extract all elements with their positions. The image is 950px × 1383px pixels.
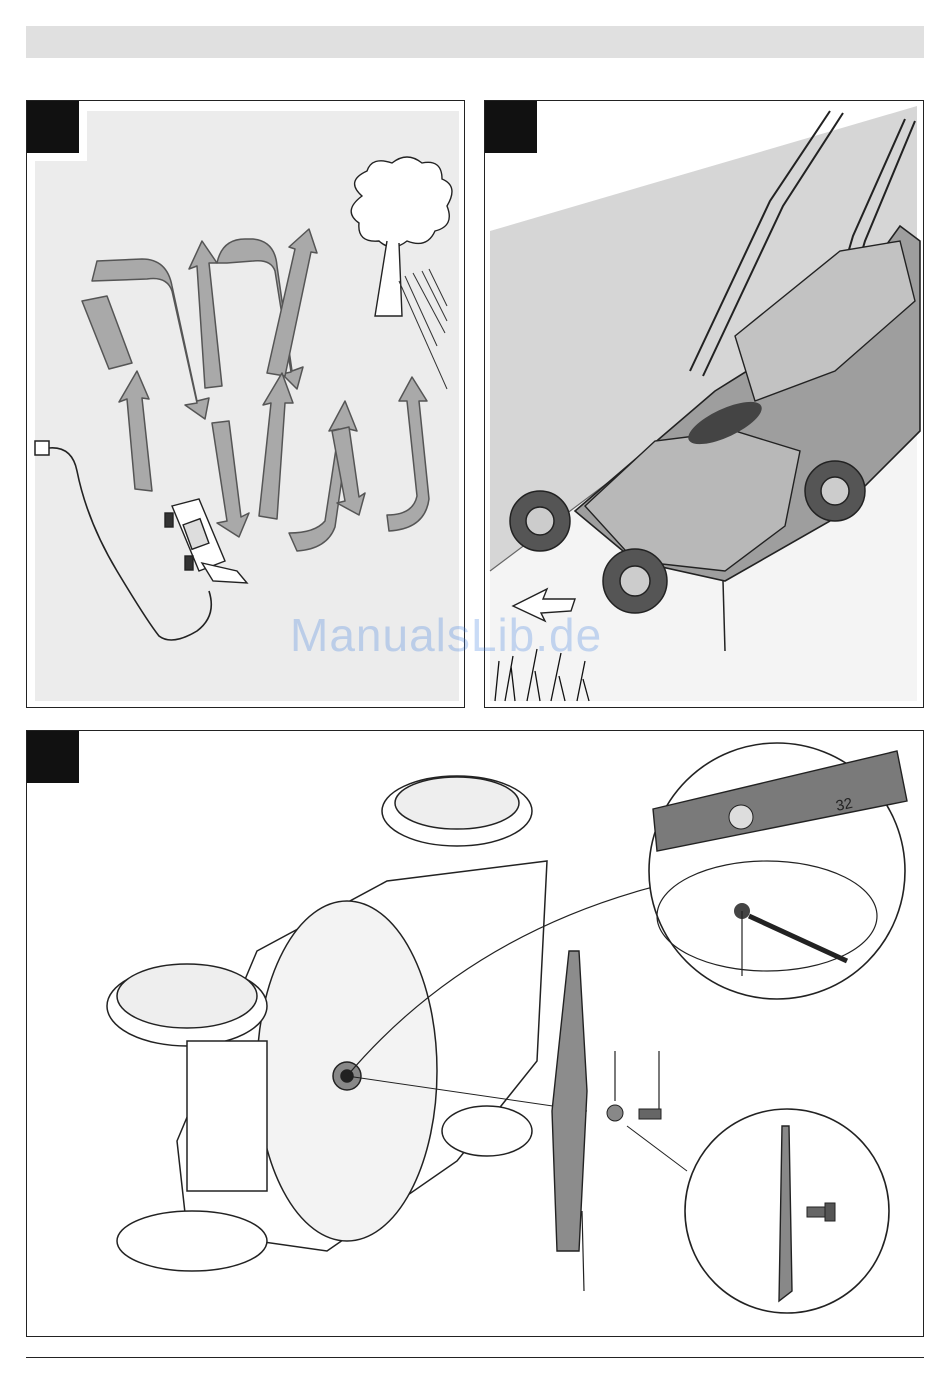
figure-tab: [27, 731, 79, 783]
figure-panel-blade-replacement: 32: [26, 730, 924, 1337]
blade-number: 32: [834, 795, 854, 815]
figure-tab: [27, 101, 79, 153]
header-bar: [26, 26, 924, 58]
figure-tab: [485, 101, 537, 153]
blade-replacement-illustration: 32: [27, 731, 924, 1337]
watermark: ManualsLib.de: [290, 608, 602, 662]
footer-rule: [26, 1357, 924, 1358]
